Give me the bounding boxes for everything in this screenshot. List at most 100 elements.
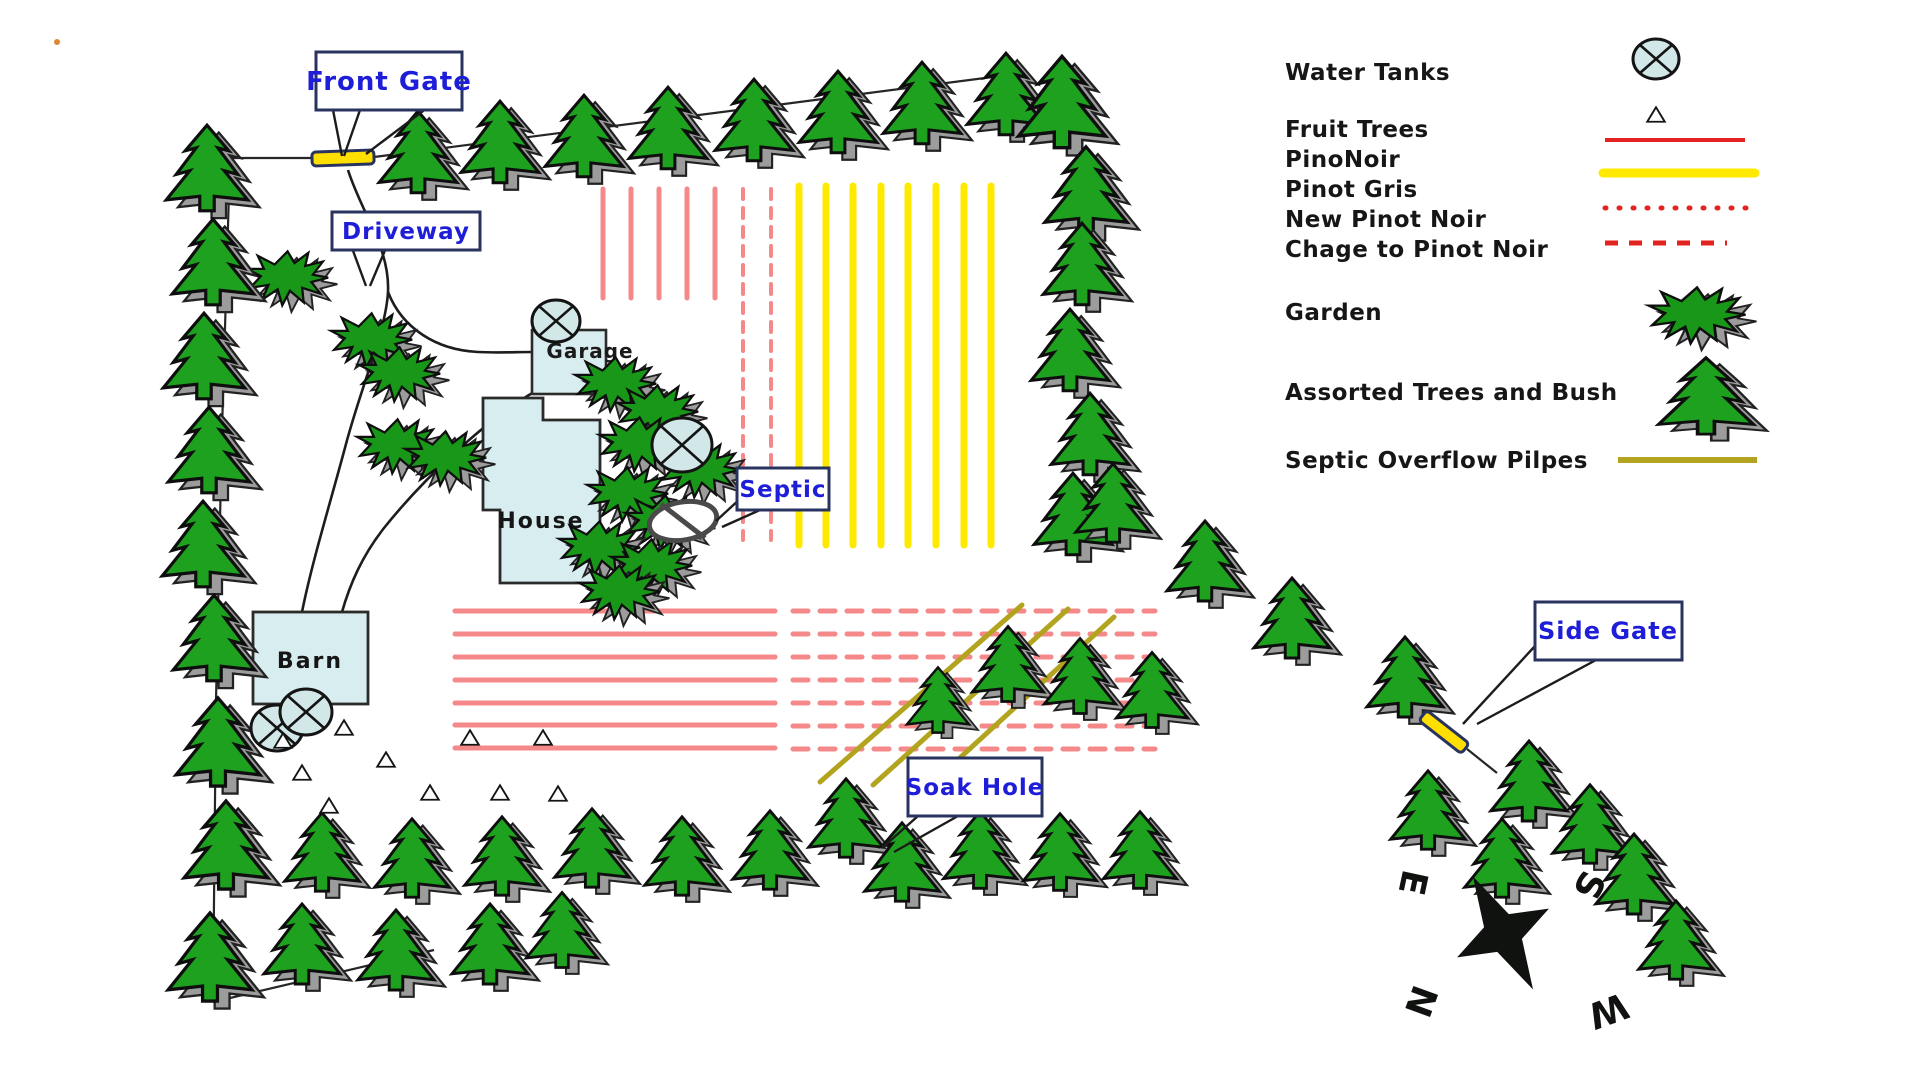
septic-tank-marker (646, 498, 720, 544)
pine-tree-icon (1016, 54, 1120, 158)
legend-garden: Garden (1285, 300, 1382, 326)
fruit-tree-markers (273, 719, 568, 814)
pine-tree-icon (161, 311, 259, 408)
compass-west: W (1582, 984, 1633, 1036)
garden-bush-icon (577, 564, 671, 628)
pine-tree-icon (553, 807, 642, 896)
pine-tree-icon (164, 123, 262, 220)
buildings: Garage House Barn (251, 328, 633, 706)
pine-tree-icon (160, 499, 258, 596)
pine-tree-icon (450, 902, 541, 993)
fruit-tree-marker (548, 785, 568, 802)
legend-chage-to-pinot-noir: Chage to Pinot Noir (1285, 237, 1548, 263)
legend-pino-noir: PinoNoir (1285, 147, 1400, 173)
pine-tree-icon (1389, 769, 1478, 858)
pine-tree-icon (942, 810, 1029, 897)
pine-tree-icon (1165, 519, 1256, 610)
soak-hole-callout: Soak Hole (881, 756, 1045, 854)
legend: Water Tanks Fruit Trees PinoNoir Pinot G… (1285, 37, 1769, 474)
fruit-tree-marker (420, 784, 440, 801)
compass-star-icon (1457, 876, 1549, 990)
side-gate-label: Side Gate (1538, 617, 1678, 645)
gate-marker (310, 148, 376, 168)
driveway-line (386, 291, 533, 354)
pine-tree-icon (463, 815, 552, 904)
compass-east: E (1390, 866, 1435, 899)
pine-tree-icon (881, 60, 974, 153)
pine-tree-icon (377, 109, 470, 202)
front-gate-callout: Front Gate (306, 50, 472, 157)
pine-tree-icon (524, 891, 610, 976)
pine-tree-icon (1042, 637, 1128, 722)
septic-callout: Septic (715, 466, 831, 529)
gate-marker (1418, 710, 1470, 754)
legend-assorted-trees: Assorted Trees and Bush (1285, 380, 1618, 406)
pine-tree-icon (166, 405, 264, 502)
septic-label: Septic (739, 477, 826, 503)
pine-tree-icon (1074, 462, 1163, 551)
septic-slash-icon (659, 502, 707, 540)
water-tank-icon (650, 416, 714, 474)
compass-north: N (1399, 981, 1448, 1023)
pine-tree-icon (731, 809, 820, 898)
front-gate-label: Front Gate (306, 67, 472, 97)
callout-labels: Front Gate Driveway Septic Soak Hole Sid… (306, 50, 1684, 854)
pine-tree-icon (1102, 810, 1189, 897)
pine-tree-icon (373, 817, 462, 906)
fruit-tree-marker (319, 797, 339, 814)
pine-tree-icon (1114, 651, 1200, 736)
fruit-tree-marker (334, 719, 354, 736)
pine-tree-icon (627, 85, 720, 178)
pine-tree-icon (1029, 307, 1122, 400)
legend-pinot-gris: Pinot Gris (1285, 177, 1418, 203)
pine-tree-icon (1252, 576, 1343, 667)
pine-tree-icon (262, 902, 353, 993)
fruit-tree-marker (460, 729, 480, 746)
pine-tree-icon (1049, 391, 1142, 484)
overflow-pipe-line (817, 602, 1025, 785)
pine-tree-icon (1022, 812, 1109, 899)
pine-tree-icon (797, 69, 890, 162)
pine-trees (160, 51, 1726, 1011)
water-tank-legend-icon (1631, 37, 1681, 81)
gate-markers (310, 148, 1470, 754)
driveway-label: Driveway (342, 219, 470, 245)
garden-bush-icon (357, 346, 451, 410)
pine-tree-icon (166, 911, 266, 1011)
legend-water-tanks: Water Tanks (1285, 60, 1450, 86)
barn-label: Barn (277, 649, 343, 674)
pine-tree-icon (543, 93, 636, 186)
pine-tree-icon (713, 77, 806, 170)
water-tank-icon (530, 298, 582, 344)
side-gate-callout: Side Gate (1462, 600, 1684, 726)
pine-tree-icon (1041, 221, 1134, 314)
legend-septic-overflow: Septic Overflow Pilpes (1285, 448, 1588, 474)
fruit-tree-legend-icon (1646, 106, 1666, 123)
pine-tree-icon (1043, 145, 1141, 243)
pine-tree-icon (182, 799, 282, 899)
soak-hole-label: Soak Hole (906, 775, 1045, 801)
garden-bush-icon (245, 250, 339, 314)
fruit-tree-marker (490, 784, 510, 801)
legend-new-pinot-noir: New Pinot Noir (1285, 207, 1486, 233)
fruit-tree-marker (292, 764, 312, 781)
water-tanks (249, 298, 714, 753)
pine-tree-icon (1489, 739, 1580, 830)
pine-tree-icon (170, 217, 268, 314)
stray-mark (54, 39, 60, 45)
overflow-pipe-line (870, 606, 1071, 788)
fruit-tree-marker (533, 729, 553, 746)
driveway-callout: Driveway (330, 210, 482, 287)
house-label: House (497, 509, 584, 534)
fence-line (1466, 748, 1498, 774)
pine-tree-icon (356, 908, 447, 999)
assorted-tree-legend-icon (1656, 356, 1769, 443)
pine-tree-icon (807, 777, 896, 866)
water-tank-icon (278, 687, 334, 737)
pine-tree-icon (643, 815, 732, 904)
legend-fruit-trees: Fruit Trees (1285, 117, 1429, 143)
fruit-tree-marker (376, 751, 396, 768)
pine-tree-icon (459, 99, 552, 192)
